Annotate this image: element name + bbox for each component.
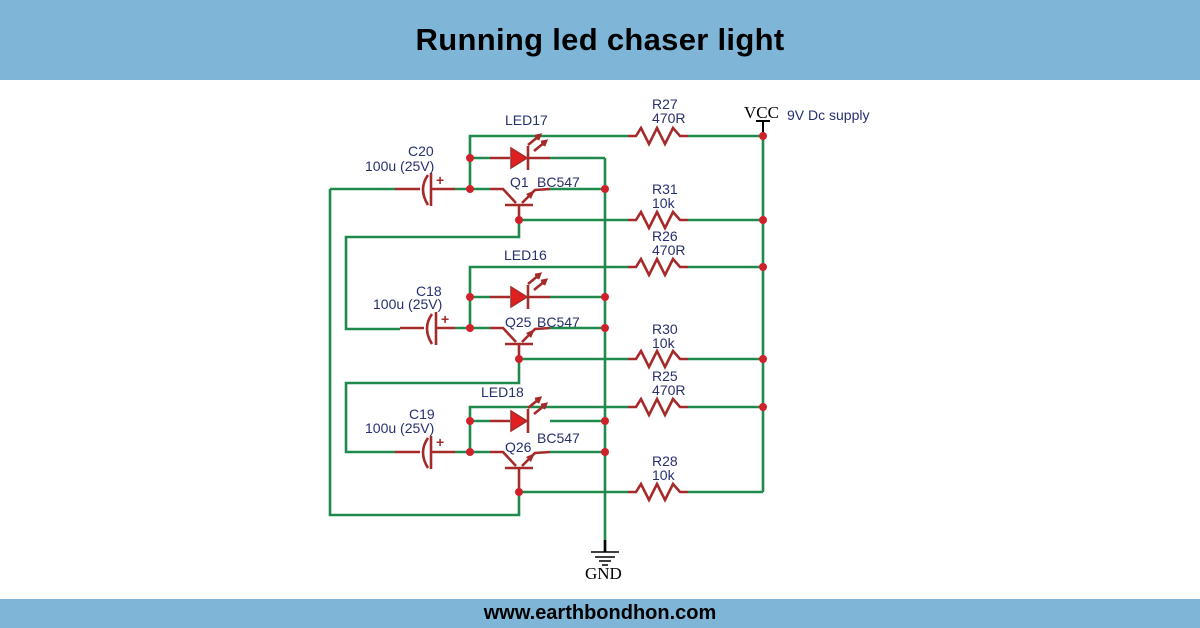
wires bbox=[328, 132, 765, 552]
resistor-r31-symbol bbox=[628, 209, 688, 231]
led18-label: LED18 bbox=[481, 384, 524, 400]
c20-value-label: 100u (25V) bbox=[365, 158, 434, 174]
q1-ref-label: Q1 bbox=[510, 174, 529, 190]
q1-part-label: BC547 bbox=[537, 174, 580, 190]
feedback-loop-wire bbox=[328, 189, 521, 517]
capacitor-c20-symbol bbox=[395, 173, 455, 206]
stage2-top-wire bbox=[468, 265, 628, 297]
resistor-r25-symbol bbox=[628, 396, 688, 418]
q26-ref-label: Q26 bbox=[505, 439, 532, 455]
header-banner: Running led chaser light bbox=[0, 0, 1200, 80]
resistor-r27-symbol bbox=[628, 125, 688, 147]
c20-ref-label: C20 bbox=[408, 143, 434, 159]
footer-banner: www.earthbondhon.com bbox=[0, 599, 1200, 628]
c19-polarity-plus: + bbox=[436, 434, 444, 450]
transistors bbox=[490, 187, 551, 492]
r26-ref-label: R26 bbox=[652, 228, 678, 244]
stage1-to-stage2-wire bbox=[344, 220, 521, 331]
junction-nodes bbox=[466, 132, 767, 496]
r28-value-label: 10k bbox=[652, 467, 676, 483]
q26-part-label: BC547 bbox=[537, 430, 580, 446]
capacitors: + + + bbox=[395, 172, 455, 469]
transistor-q25-symbol bbox=[490, 326, 551, 359]
r27-ref-label: R27 bbox=[652, 96, 678, 112]
leds bbox=[490, 133, 550, 433]
r25-value-label: 470R bbox=[652, 382, 685, 398]
r25-ref-label: R25 bbox=[652, 368, 678, 384]
led17-label: LED17 bbox=[505, 112, 548, 128]
resistor-r30-symbol bbox=[628, 348, 688, 370]
vcc-supply-note: 9V Dc supply bbox=[787, 107, 869, 123]
r30-ref-label: R30 bbox=[652, 321, 678, 337]
stage1-top-wire bbox=[468, 134, 628, 158]
q25-ref-label: Q25 bbox=[505, 314, 532, 330]
r31-ref-label: R31 bbox=[652, 181, 678, 197]
r28-ref-label: R28 bbox=[652, 453, 678, 469]
c18-polarity-plus: + bbox=[441, 311, 449, 327]
gnd-label: GND bbox=[585, 564, 622, 583]
r26-value-label: 470R bbox=[652, 242, 685, 258]
c19-value-label: 100u (25V) bbox=[365, 420, 434, 436]
c18-ref-label: C18 bbox=[416, 283, 442, 299]
r31-value-label: 10k bbox=[652, 195, 676, 211]
resistor-r26-symbol bbox=[628, 256, 688, 278]
led17-symbol bbox=[490, 133, 550, 170]
capacitor-c19-symbol bbox=[395, 436, 455, 469]
stage2-to-stage3-wire bbox=[344, 359, 521, 454]
resistor-r28-symbol bbox=[628, 481, 688, 503]
led16-label: LED16 bbox=[504, 247, 547, 263]
transistor-q1-symbol bbox=[490, 187, 551, 220]
led18-symbol bbox=[490, 396, 549, 433]
r30-value-label: 10k bbox=[652, 335, 676, 351]
ground-icon bbox=[591, 540, 619, 566]
website-link[interactable]: www.earthbondhon.com bbox=[483, 602, 717, 624]
capacitor-c18-symbol bbox=[400, 312, 455, 345]
stage3-top-wire bbox=[468, 405, 628, 421]
vcc-label: VCC bbox=[744, 103, 779, 122]
vcc-symbol bbox=[756, 120, 770, 132]
page-title: Running led chaser light bbox=[415, 22, 785, 57]
resistors bbox=[628, 125, 688, 503]
led16-symbol bbox=[490, 272, 550, 309]
c20-polarity-plus: + bbox=[436, 172, 444, 188]
c18-value-label: 100u (25V) bbox=[373, 296, 442, 312]
q25-part-label: BC547 bbox=[537, 314, 580, 330]
r27-value-label: 470R bbox=[652, 110, 685, 126]
transistor-q26-symbol bbox=[490, 450, 551, 492]
c19-ref-label: C19 bbox=[409, 406, 435, 422]
